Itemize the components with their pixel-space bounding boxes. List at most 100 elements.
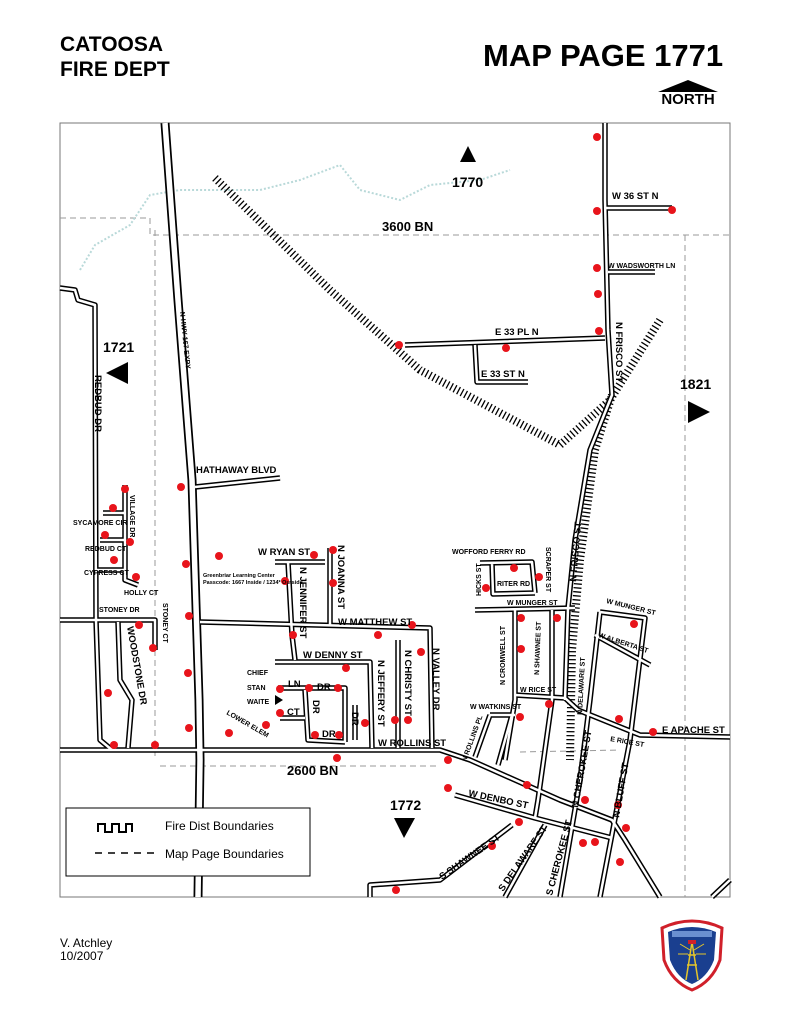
fire-hydrant-marker[interactable] [516, 713, 524, 721]
fire-hydrant-marker[interactable] [310, 551, 318, 559]
fire-hydrant-marker[interactable] [649, 728, 657, 736]
fire-hydrant-marker[interactable] [488, 842, 496, 850]
road-fill [60, 618, 157, 650]
fire-hydrant-marker[interactable] [101, 531, 109, 539]
fire-hydrant-marker[interactable] [215, 552, 223, 560]
fire-hydrant-marker[interactable] [329, 579, 337, 587]
street-label: W RICE ST [520, 687, 557, 694]
fire-hydrant-marker[interactable] [510, 564, 518, 572]
fire-hydrant-marker[interactable] [395, 341, 403, 349]
legend-fire-dist: Fire Dist Boundaries [165, 819, 274, 833]
landmark-name: Greenbriar Learning Center [203, 573, 276, 579]
fire-hydrant-marker[interactable] [182, 560, 190, 568]
grid-line-label-north: 3600 BN [382, 219, 433, 234]
fire-hydrant-marker[interactable] [361, 719, 369, 727]
page-down-arrow-icon[interactable] [394, 818, 415, 838]
fire-hydrant-marker[interactable] [594, 290, 602, 298]
fire-hydrant-marker[interactable] [417, 648, 425, 656]
fire-hydrant-marker[interactable] [391, 716, 399, 724]
adjacent-page-left[interactable]: 1721 [103, 339, 134, 355]
fire-hydrant-marker[interactable] [392, 886, 400, 894]
adjacent-page-right[interactable]: 1821 [680, 376, 711, 392]
fire-boundary-swatch-icon [97, 823, 133, 833]
road-fill [199, 620, 434, 749]
fire-hydrant-marker[interactable] [517, 614, 525, 622]
fire-hydrant-marker[interactable] [579, 839, 587, 847]
fire-hydrant-marker[interactable] [591, 838, 599, 846]
fire-hydrant-marker[interactable] [110, 556, 118, 564]
street-label: CT [287, 707, 300, 718]
fire-hydrant-marker[interactable] [593, 264, 601, 272]
fire-hydrant-marker[interactable] [281, 577, 289, 585]
fire-hydrant-marker[interactable] [329, 546, 337, 554]
fire-hydrant-marker[interactable] [276, 685, 284, 693]
fire-hydrant-marker[interactable] [185, 724, 193, 732]
fire-hydrant-marker[interactable] [616, 858, 624, 866]
adjacent-page-bottom[interactable]: 1772 [390, 797, 421, 813]
fire-hydrant-marker[interactable] [622, 824, 630, 832]
fire-hydrant-marker[interactable] [225, 729, 233, 737]
street-label: E 33 ST N [481, 369, 525, 380]
street-label: N VALLEY DR [430, 648, 441, 711]
fire-hydrant-marker[interactable] [334, 684, 342, 692]
fire-hydrant-marker[interactable] [593, 207, 601, 215]
fire-hydrant-marker[interactable] [374, 631, 382, 639]
fire-hydrant-marker[interactable] [515, 818, 523, 826]
fire-hydrant-marker[interactable] [668, 206, 676, 214]
fire-hydrant-marker[interactable] [109, 504, 117, 512]
fire-hydrant-marker[interactable] [535, 573, 543, 581]
fire-hydrant-marker[interactable] [614, 801, 622, 809]
fire-hydrant-marker[interactable] [305, 684, 313, 692]
street-label: DR [349, 712, 360, 726]
street-label: W WADSWORTH LN [608, 263, 675, 270]
street-label: W RYAN ST [258, 547, 310, 558]
fire-hydrant-marker[interactable] [121, 485, 129, 493]
fire-hydrant-marker[interactable] [333, 754, 341, 762]
fire-hydrant-marker[interactable] [149, 644, 157, 652]
page-right-arrow-icon[interactable] [688, 401, 710, 423]
fire-hydrant-marker[interactable] [342, 664, 350, 672]
fire-hydrant-marker[interactable] [545, 700, 553, 708]
fire-hydrant-marker[interactable] [595, 327, 603, 335]
page-up-arrow-icon[interactable] [460, 146, 476, 162]
fire-hydrant-marker[interactable] [408, 621, 416, 629]
fire-hydrant-marker[interactable] [104, 689, 112, 697]
fire-hydrant-marker[interactable] [444, 756, 452, 764]
author: V. Atchley [60, 936, 113, 950]
fire-hydrant-marker[interactable] [593, 133, 601, 141]
street-label: N FRISCO ST [568, 521, 584, 582]
fire-hydrant-marker[interactable] [502, 344, 510, 352]
fire-hydrant-marker[interactable] [335, 731, 343, 739]
fire-hydrant-marker[interactable] [262, 721, 270, 729]
fire-hydrant-marker[interactable] [404, 716, 412, 724]
fire-hydrant-marker[interactable] [553, 614, 561, 622]
fire-hydrant-marker[interactable] [523, 781, 531, 789]
map-page-title: MAP PAGE 1771 [483, 38, 724, 73]
fire-hydrant-marker[interactable] [444, 784, 452, 792]
page-left-arrow-icon[interactable] [106, 362, 128, 384]
fire-hydrant-marker[interactable] [184, 669, 192, 677]
fire-hydrant-marker[interactable] [517, 645, 525, 653]
fire-hydrant-marker[interactable] [135, 621, 143, 629]
fire-hydrant-marker[interactable] [110, 741, 118, 749]
street-label: STAN [247, 685, 266, 692]
fire-hydrant-marker[interactable] [615, 715, 623, 723]
fire-hydrant-marker[interactable] [581, 796, 589, 804]
fire-hydrant-marker[interactable] [177, 483, 185, 491]
fire-hydrant-marker[interactable] [482, 584, 490, 592]
street-label: HICKS ST [476, 563, 483, 596]
fire-hydrant-marker[interactable] [132, 573, 140, 581]
street-label: W ROLLINS ST [378, 738, 446, 749]
fire-hydrant-marker[interactable] [126, 538, 134, 546]
fire-hydrant-marker[interactable] [311, 731, 319, 739]
fire-hydrant-marker[interactable] [185, 612, 193, 620]
fire-hydrant-marker[interactable] [630, 620, 638, 628]
adjacent-page-top[interactable]: 1770 [452, 174, 483, 190]
street-label: N CROMWELL ST [500, 625, 507, 685]
fire-hydrant-marker[interactable] [289, 631, 297, 639]
street-label: W WATKINS ST [470, 704, 522, 711]
fire-hydrant-marker[interactable] [151, 741, 159, 749]
road-fill [194, 476, 281, 489]
fire-hydrant-marker[interactable] [276, 709, 284, 717]
